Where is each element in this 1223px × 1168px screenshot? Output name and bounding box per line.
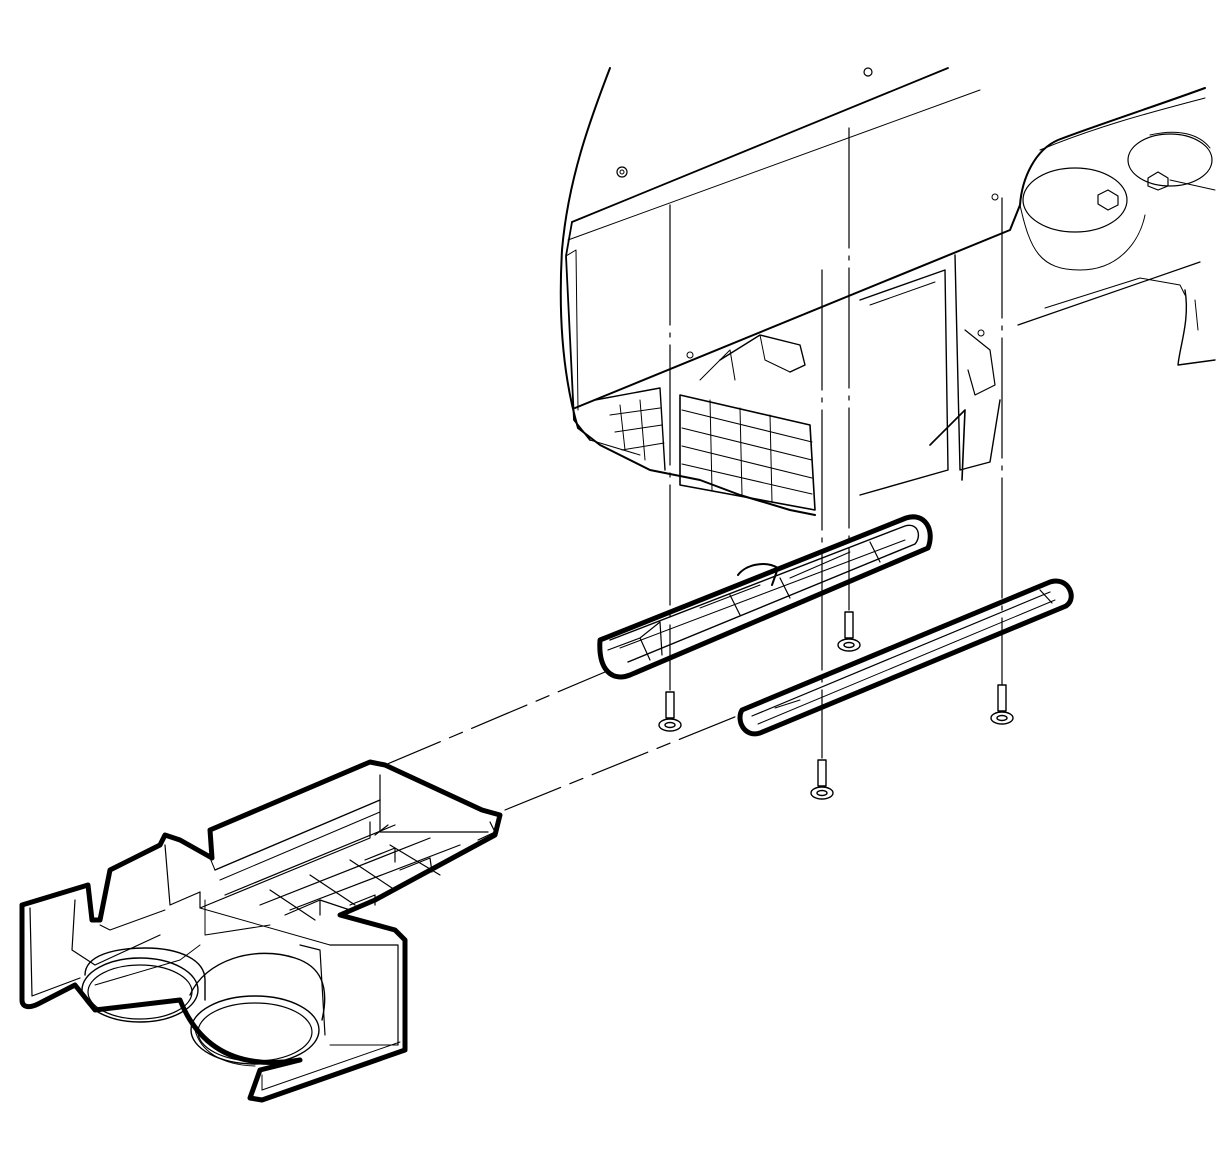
outer-trim-rail [737, 578, 1074, 737]
fastener-screw [990, 684, 1014, 725]
fastener-screw [658, 691, 682, 732]
fastener-screw [837, 611, 861, 652]
inner-retainer-rail [597, 514, 933, 680]
console-cup-holder-housing [19, 759, 503, 1103]
explode-lines [384, 127, 1003, 811]
fastener-screw [810, 759, 834, 800]
fastener-group [658, 611, 1014, 800]
vehicle-floor-underbody [559, 67, 1216, 516]
